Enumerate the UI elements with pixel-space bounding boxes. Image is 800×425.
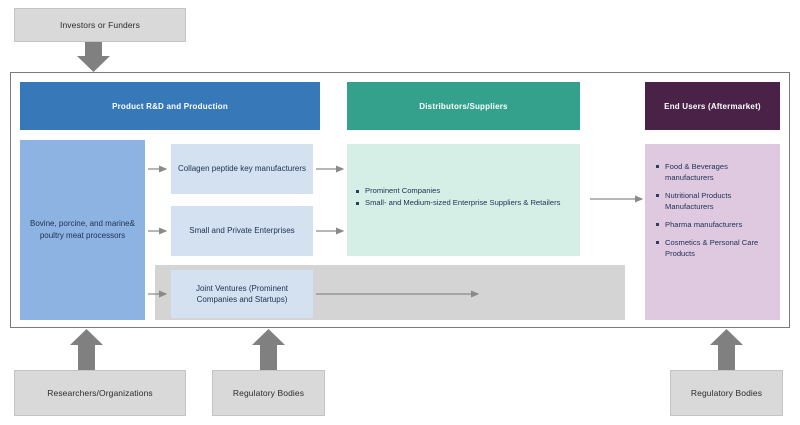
up-arrow-regulatory-left: [252, 329, 285, 370]
list-item: Small- and Medium-sized Enterprise Suppl…: [356, 198, 570, 209]
external-box-investors[interactable]: Investors or Funders: [14, 8, 186, 42]
column-header-end-users[interactable]: End Users (Aftermarket): [645, 82, 780, 130]
mid-box-collagen-peptide-label: Collagen peptide key manufacturers: [177, 164, 307, 174]
list-item: Prominent Companies: [356, 186, 570, 197]
down-arrow-investors: [77, 42, 110, 72]
mid-box-small-private[interactable]: Small and Private Enterprises: [171, 206, 313, 256]
external-box-regulatory-right-label: Regulatory Bodies: [690, 388, 763, 398]
mid-box-joint-ventures-label: Joint Ventures (Prominent Companies and …: [195, 283, 289, 304]
list-item: Cosmetics & Personal Care Products: [656, 237, 772, 259]
column-header-product-rd[interactable]: Product R&D and Production: [20, 82, 320, 130]
external-box-regulatory-right[interactable]: Regulatory Bodies: [670, 370, 783, 416]
mid-box-small-private-label: Small and Private Enterprises: [189, 226, 295, 236]
distributors-panel: Prominent Companies Small- and Medium-si…: [347, 144, 580, 256]
list-item: Pharma manufacturers: [656, 219, 772, 230]
column-header-distributors[interactable]: Distributors/Suppliers: [347, 82, 580, 130]
external-box-researchers-label: Researchers/Organizations: [47, 388, 153, 398]
mid-box-joint-ventures[interactable]: Joint Ventures (Prominent Companies and …: [171, 270, 313, 318]
up-arrow-regulatory-right: [710, 329, 743, 370]
column-header-product-rd-label: Product R&D and Production: [112, 101, 228, 111]
external-box-researchers[interactable]: Researchers/Organizations: [14, 370, 186, 416]
list-item: Food & Beverages manufacturers: [656, 161, 772, 183]
distributors-bullet-list: Prominent Companies Small- and Medium-si…: [347, 144, 580, 209]
end-users-panel: Food & Beverages manufacturers Nutrition…: [645, 144, 780, 320]
end-users-bullet-list: Food & Beverages manufacturers Nutrition…: [645, 144, 780, 259]
column-header-distributors-label: Distributors/Suppliers: [419, 101, 508, 111]
column-header-end-users-label: End Users (Aftermarket): [664, 101, 761, 111]
external-box-regulatory-left-label: Regulatory Bodies: [232, 388, 305, 398]
external-box-investors-label: Investors or Funders: [60, 20, 140, 30]
mid-box-collagen-peptide[interactable]: Collagen peptide key manufacturers: [171, 144, 313, 194]
producers-box-label: Bovine, porcine, and marine& poultry mea…: [30, 219, 135, 240]
external-box-regulatory-left[interactable]: Regulatory Bodies: [212, 370, 325, 416]
list-item: Nutritional Products Manufacturers: [656, 190, 772, 212]
up-arrow-researchers: [70, 329, 103, 370]
producers-box[interactable]: Bovine, porcine, and marine& poultry mea…: [20, 140, 145, 320]
